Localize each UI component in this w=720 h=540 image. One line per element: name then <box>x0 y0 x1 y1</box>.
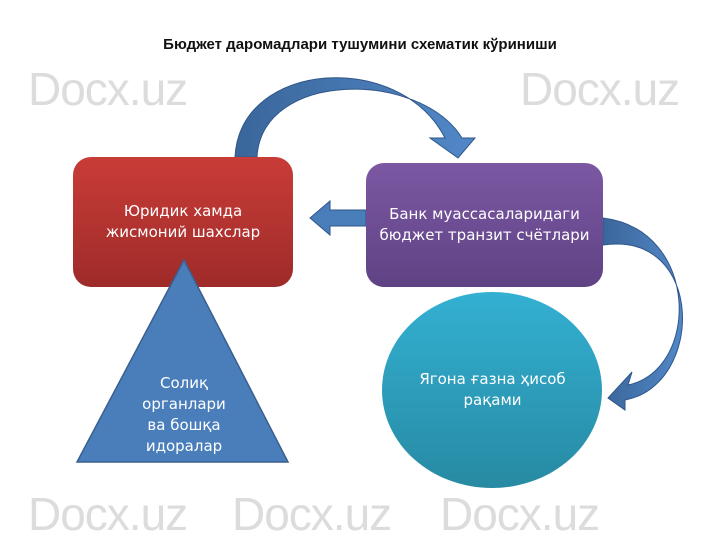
curved-arrow-top <box>234 77 477 159</box>
tax-triangle <box>75 258 290 463</box>
watermark: Docx.uz <box>520 63 680 115</box>
curved-arrow-right <box>602 217 683 411</box>
treasury-circle <box>382 292 602 488</box>
entities-box <box>73 157 293 287</box>
entities-label: Юридик хамда жисмоний шахслар <box>105 202 261 241</box>
treasury-label: Ягона ғазна ҳисоб рақами <box>419 370 566 409</box>
watermark: Docx.uz <box>232 488 392 540</box>
bank-box <box>366 163 603 287</box>
bank-label: Банк муассасаларидаги бюджет транзит счё… <box>379 205 590 244</box>
watermark: Docx.uz <box>28 488 188 540</box>
watermark: Docx.uz <box>28 63 188 115</box>
tax-label: Солиқ органлари ва бошқа идоралар <box>142 374 226 455</box>
diagram-title: Бюджет даромадлари тушумини схематик кўр… <box>163 36 557 53</box>
arrow-left <box>309 199 367 237</box>
watermark: Docx.uz <box>440 488 600 540</box>
